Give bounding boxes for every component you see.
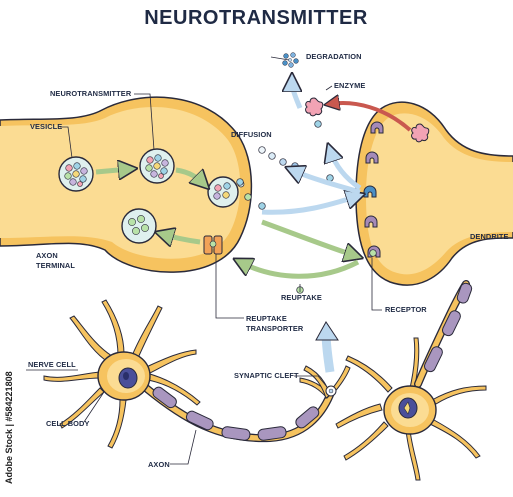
label-nerve-cell: NERVE CELL	[28, 360, 76, 369]
label-synaptic-cleft: SYNAPTIC CLEFT	[234, 371, 299, 380]
label-diffusion: DIFFUSION	[231, 130, 272, 139]
label-neurotransmitter: NEUROTRANSMITTER	[50, 89, 132, 98]
label-vesicle: VESICLE	[30, 122, 62, 131]
diffusion-arrow-1	[262, 196, 358, 212]
to-degradation-arrow	[292, 80, 300, 108]
vesicle-2	[140, 149, 174, 183]
label-cell-body: CELL BODY	[46, 419, 89, 428]
label-reuptake-transporter-1: REUPTAKE	[246, 314, 287, 323]
label-reuptake-transporter-2: TRANSPORTER	[246, 324, 304, 333]
label-reuptake: REUPTAKE	[281, 293, 322, 302]
label-dendrite: DENDRITE	[470, 232, 509, 241]
reuptake-arrow-1	[262, 222, 356, 256]
vesicle-recycled	[122, 209, 156, 243]
image-credit: Adobe Stock | #584221808	[4, 371, 14, 484]
label-axon-terminal-1: AXON	[36, 251, 58, 260]
vesicle-transport-arrow	[96, 169, 130, 172]
label-enzyme: ENZYME	[334, 81, 365, 90]
degradation-icon	[283, 53, 299, 68]
label-receptor: RECEPTOR	[385, 305, 427, 314]
vesicle-1	[59, 157, 93, 191]
reuptake-arrow-2	[240, 262, 358, 276]
page-title: NEUROTRANSMITTER	[144, 7, 368, 29]
label-axon: AXON	[148, 460, 170, 469]
enzyme-icon	[306, 98, 323, 116]
synapse-branches	[300, 366, 350, 398]
myelin-sheath-right	[423, 282, 473, 373]
label-degradation: DEGRADATION	[306, 52, 362, 61]
label-axon-terminal-2: TERMINAL	[36, 261, 75, 270]
